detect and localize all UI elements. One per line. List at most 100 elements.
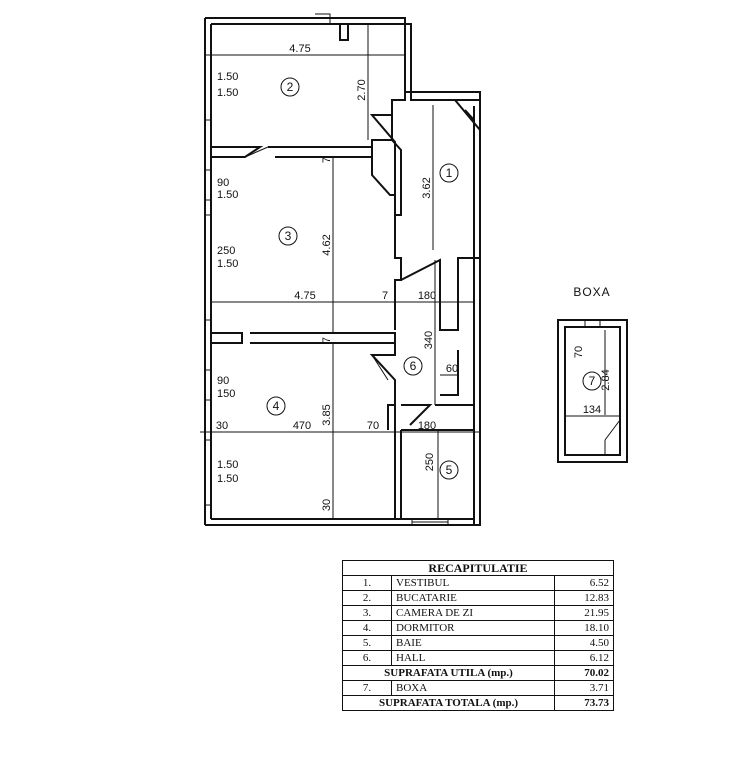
recap-row-name: HALL [391,650,555,666]
window-bedroom-1 [205,369,212,401]
dim-living-wall: 7 [382,290,388,302]
room-number-3: 3 [285,229,292,243]
room-circle-4 [266,396,286,416]
recap-row: 6. HALL 6.12 [342,650,614,666]
dim-bedroom-right-wall: 70 [367,420,379,432]
recap-row-index: 1. [342,575,392,591]
dim-living-door-bottom: 1.50 [217,189,238,201]
room-number-6: 6 [410,359,417,373]
boxa-dim-height: 2.84 [600,369,612,390]
outer-wall-top [205,17,481,101]
dim-bedroom-width: 470 [293,420,311,432]
boxa-title: BOXA [573,285,610,299]
window-kitchen [205,54,212,121]
window-top [315,13,331,25]
recap-row-name: VESTIBUL [391,575,555,591]
recap-row-index: 6. [342,650,392,666]
dim-bedroom-door-top: 90 [217,375,229,387]
window-bath [411,519,449,525]
dim-vestibul-height: 3.62 [421,177,433,198]
recap-util-row: SUPRAFATA UTILA (mp.) 70.02 [342,665,614,681]
boxa-outer [557,319,628,463]
dim-bottom-wall: 30 [321,499,333,511]
recap-boxa-name: BOXA [391,680,555,696]
wall-hall-left [369,343,396,430]
dim-hall-width: 180 [418,290,436,302]
boxa-room-number: 7 [589,374,596,388]
outer-wall-right [473,100,481,526]
recap-row-area: 12.83 [554,590,614,606]
recap-row: 1. VESTIBUL 6.52 [342,575,614,591]
recap-row-name: BUCATARIE [391,590,555,606]
recap-total-area: 73.73 [554,695,614,711]
recap-row-area: 6.12 [554,650,614,666]
recap-total-row: SUPRAFATA TOTALA (mp.) 73.73 [342,695,614,711]
recap-boxa-area: 3.71 [554,680,614,696]
wall-bath-top [401,404,474,426]
recap-row-area: 4.50 [554,635,614,651]
window-living-1 [205,169,212,201]
window-bedroom-2 [205,439,212,506]
window-living-2 [205,214,212,321]
room-number-4: 4 [273,399,280,413]
wall-living-right [371,157,402,330]
recap-row-index: 4. [342,620,392,636]
room-number-1: 1 [446,166,453,180]
boxa-room-circle [582,371,602,391]
recap-row: 3. CAMERA DE ZI 21.95 [342,605,614,621]
dim-kitchen-window-top: 1.50 [217,71,238,83]
recap-row-index: 3. [342,605,392,621]
dim-living-height: 4.62 [321,234,333,255]
dim-closet-depth: 60 [446,363,458,375]
dim-living-window-top: 250 [217,245,235,257]
dim-bath-height: 250 [424,453,436,471]
dim-kitchen-width: 4.75 [289,43,310,55]
room-circle-5 [439,460,459,480]
dim-living-window-bottom: 1.50 [217,258,238,270]
boxa-dim-width: 134 [583,404,601,416]
dim-kitchen-window-bottom: 1.50 [217,87,238,99]
recap-row-name: DORMITOR [391,620,555,636]
room-circle-6 [403,356,423,376]
recap-row-area: 21.95 [554,605,614,621]
dim-bedroom-window-top: 1.50 [217,459,238,471]
recap-header-row: RECAPITULATIE [342,560,614,576]
recap-boxa-index: 7. [342,680,392,696]
dim-kitchen-height: 2.70 [356,79,368,100]
wall-living-bedroom [211,332,396,344]
wall-kitchen-right [339,24,406,147]
recap-title: RECAPITULATIE [342,560,614,576]
wall-kitchen-living [211,146,373,158]
door-swing-bedroom [371,354,389,381]
outer-wall-bottom [205,518,480,526]
room-number-2: 2 [287,80,294,94]
recap-row-index: 2. [342,590,392,606]
door-swing-kitchen [244,146,269,158]
recap-util-label: SUPRAFATA UTILA (mp.) [342,665,555,681]
recap-row: 5. BAIE 4.50 [342,635,614,651]
recap-row-area: 6.52 [554,575,614,591]
wall-vestibul-right [454,99,481,131]
room-circle-1 [439,163,459,183]
wall-hall [400,257,480,396]
room-circle-2 [280,77,300,97]
dim-wall-mark-1: 7 [321,157,333,163]
dim-wall-mark-2: 7 [321,337,333,343]
dim-bedroom-window-bottom: 1.50 [217,473,238,485]
room-circle-3 [278,226,298,246]
recap-row: 4. DORMITOR 18.10 [342,620,614,636]
recap-row-name: BAIE [391,635,555,651]
dim-living-door-top: 90 [217,177,229,189]
dim-bath-width: 180 [418,420,436,432]
dim-bedroom-left-wall: 30 [216,420,228,432]
recap-row: 2. BUCATARIE 12.83 [342,590,614,606]
recap-row-index: 5. [342,635,392,651]
recap-row-name: CAMERA DE ZI [391,605,555,621]
boxa-door-swing [604,419,621,455]
recap-util-area: 70.02 [554,665,614,681]
boxa-inner [564,326,621,456]
dim-living-width: 4.75 [294,290,315,302]
recap-table: RECAPITULATIE 1. VESTIBUL 6.52 2. BUCATA… [342,560,614,711]
dim-hall-height: 340 [423,331,435,349]
